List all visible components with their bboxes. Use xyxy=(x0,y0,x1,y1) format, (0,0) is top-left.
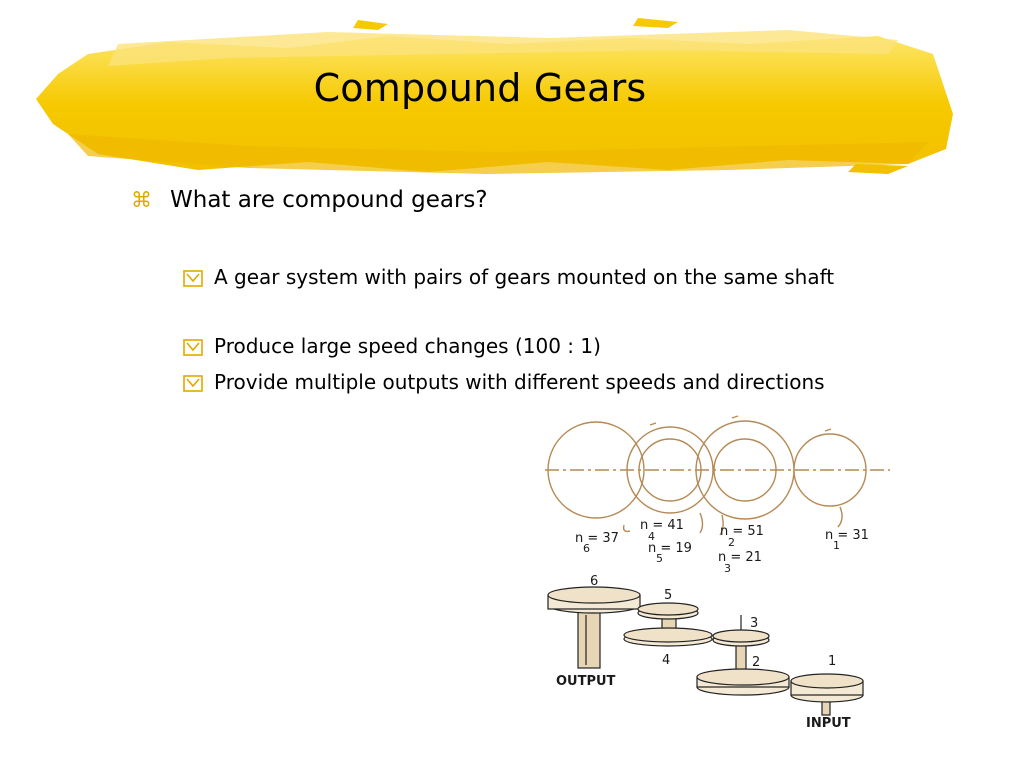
title-banner xyxy=(36,18,953,174)
gear-label-5: 5 xyxy=(664,588,672,603)
gear-number-labels: 6 5 4 3 2 1 OUTPUT INPUT xyxy=(556,574,851,731)
gear-teeth-labels: n = 37 6 n = 41 4 n = 19 5 n = 51 2 n = … xyxy=(575,518,869,575)
checkbox-bullet-icon xyxy=(183,339,203,356)
checkbox-bullet-icon xyxy=(183,375,203,392)
label-n3: n = 21 xyxy=(718,550,762,565)
label-n1: n = 31 xyxy=(825,528,869,543)
gear-circles-top-view xyxy=(545,415,890,536)
bullet-level2-text: Produce large speed changes (100 : 1) xyxy=(214,334,601,358)
gear-train-3d xyxy=(547,586,864,716)
label-n4: n = 41 xyxy=(640,518,684,533)
output-label: OUTPUT xyxy=(556,674,616,689)
label-n2-sub: 2 xyxy=(728,536,735,549)
slide-title: Compound Gears xyxy=(313,66,647,110)
label-n5: n = 19 xyxy=(648,541,692,556)
label-n3-sub: 3 xyxy=(724,562,731,575)
gear-label-3: 3 xyxy=(750,616,758,631)
checkbox-bullet-icon xyxy=(183,270,203,287)
bullet-level2-text: Provide multiple outputs with different … xyxy=(214,370,825,394)
label-n5-sub: 5 xyxy=(656,552,663,565)
label-n1-sub: 1 xyxy=(833,539,840,552)
label-n2: n = 51 xyxy=(720,524,764,539)
gear-label-6: 6 xyxy=(590,574,598,589)
label-n4-sub: 4 xyxy=(648,530,655,543)
label-n6: n = 37 xyxy=(575,531,619,546)
input-label: INPUT xyxy=(806,716,851,731)
bullet-level1-text: What are compound gears? xyxy=(170,187,488,213)
gear-label-2: 2 xyxy=(752,655,760,670)
label-n6-sub: 6 xyxy=(583,542,590,555)
compound-gear-diagram: n = 37 6 n = 41 4 n = 19 5 n = 51 2 n = … xyxy=(545,415,890,731)
gear-label-4: 4 xyxy=(662,653,670,668)
command-key-icon: ⌘ xyxy=(131,188,152,212)
gear-label-1: 1 xyxy=(828,654,836,669)
bullet-level2-text: A gear system with pairs of gears mounte… xyxy=(214,265,835,289)
